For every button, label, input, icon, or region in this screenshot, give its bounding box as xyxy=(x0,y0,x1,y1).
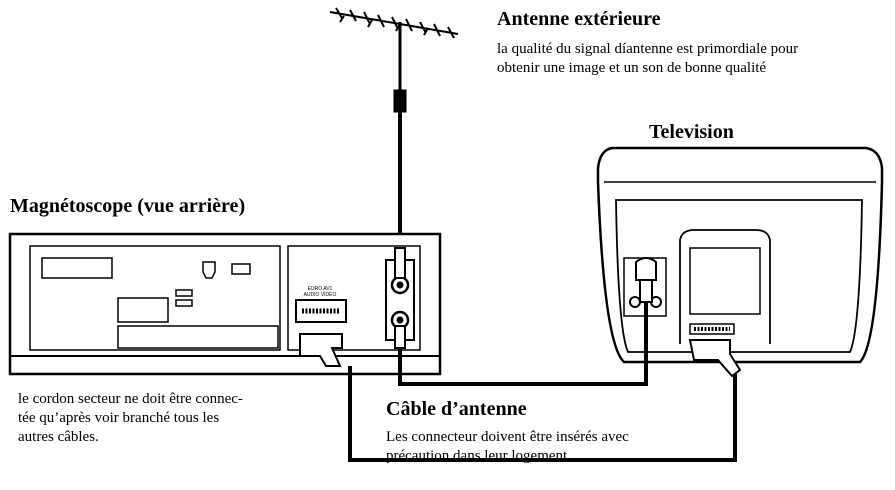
rf-out-core xyxy=(396,316,404,324)
tv-aerial-plug xyxy=(635,257,657,281)
antenna-title: Antenne extérieure xyxy=(497,8,661,30)
scart-link-cable xyxy=(348,366,737,462)
scart-label-line2: AUDIO VIDEO xyxy=(304,292,337,298)
vcr-slot-small xyxy=(231,263,251,275)
antenna-description: la qualité du signal díantenne est primo… xyxy=(497,40,798,78)
tv-scart-plug xyxy=(688,339,742,378)
power-inlet-icon xyxy=(202,261,216,279)
antenna-connector xyxy=(393,89,407,113)
scart-label-line1: EURO AV1 xyxy=(308,286,333,292)
television-rear-view xyxy=(596,146,884,364)
vcr-module-a xyxy=(117,297,169,323)
vcr-vent-a xyxy=(175,289,193,297)
television-title: Television xyxy=(649,121,734,143)
rf-in-plug xyxy=(394,247,406,279)
antenna-dipole-elements xyxy=(329,7,459,39)
tv-aerial-in-socket xyxy=(629,296,641,308)
antenna-description-line: la qualité du signal díantenne est primo… xyxy=(497,41,799,57)
cable-title: Câble d’antenne xyxy=(386,398,527,420)
vcr-label-plate xyxy=(41,257,113,279)
cable-description-line: précaution dans leur logement. xyxy=(386,448,571,464)
power-cord-note: le cordon secteur ne doit être connec- t… xyxy=(18,390,243,447)
tv-aerial-plug-neck xyxy=(639,279,653,303)
power-note-line: tée qu’après voir branché tous les xyxy=(18,410,220,426)
rf-out-plug xyxy=(394,325,406,349)
tv-rear-bulge-inner xyxy=(689,247,761,315)
cable-description: Les connecteur doivent être insérés avec… xyxy=(386,428,629,466)
rf-in-core xyxy=(396,281,404,289)
rf-link-cable xyxy=(398,302,648,386)
cable-description-line: Les connecteur doivent être insérés avec xyxy=(386,429,629,445)
power-note-line: le cordon secteur ne doit être connec- xyxy=(18,391,243,407)
power-note-line: autres câbles. xyxy=(18,429,99,445)
vcr-module-b xyxy=(117,325,279,349)
vcr-scart-plug xyxy=(299,333,343,367)
vcr-rear-view: EURO AV1 AUDIO VIDEO xyxy=(8,232,442,376)
vcr-title: Magnétoscope (vue arrière) xyxy=(10,195,246,217)
vcr-vent-b xyxy=(175,299,193,307)
outdoor-antenna xyxy=(329,7,459,113)
antenna-description-line: obtenir une image et un son de bonne qua… xyxy=(497,60,767,76)
